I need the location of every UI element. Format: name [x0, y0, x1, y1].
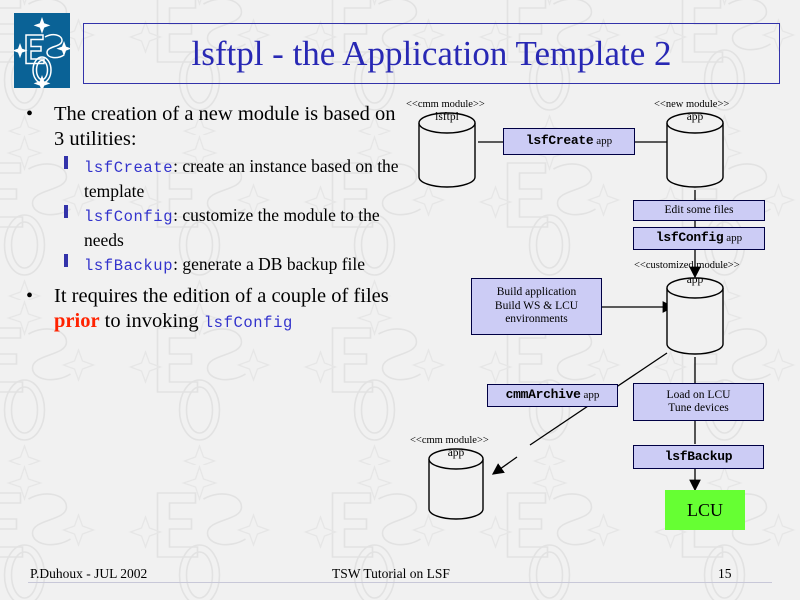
cylinder-3-name: app [686, 274, 704, 286]
bullet-item-1: • The creation of a new module is based … [12, 102, 402, 152]
cylinder-1-name: lsftpl [435, 111, 459, 123]
lsfcreate-command: lsfCreate [84, 159, 174, 177]
bullet-list: • The creation of a new module is based … [12, 102, 402, 339]
box-build-line-2: Build WS & LCU [494, 299, 579, 312]
box-lsfconfig[interactable]: lsfConfig app [633, 227, 765, 250]
box-lsfcreate-command: lsfCreate [525, 133, 594, 149]
cylinder-2-stereotype: <<new module>> [654, 99, 730, 110]
box-load-line-1: Load on LCU [666, 388, 731, 401]
footer-subject: TSW Tutorial on LSF [332, 566, 450, 581]
title-box: lsftpl - the Application Template 2 [83, 23, 780, 84]
lsfbackup-command: lsfBackup [84, 257, 174, 275]
sub-bullet-marker-icon [64, 156, 68, 169]
box-lsfcreate-arg: app [596, 135, 613, 148]
footer-page-number: 15 [718, 566, 732, 581]
box-edit-some-files-label: Edit some files [664, 203, 734, 216]
box-lsfbackup-command: lsfBackup [664, 449, 733, 465]
cylinder-4-stereotype: <<cmm module>> [410, 435, 489, 446]
box-lcu[interactable]: LCU [665, 490, 745, 530]
box-load-line-2: Tune devices [668, 402, 729, 414]
bullet-marker: • [26, 103, 34, 125]
page-title: lsftpl - the Application Template 2 [191, 34, 672, 73]
workflow-diagram: <<cmm module>> lsftpl lsfCreate app <<ne… [395, 95, 795, 550]
bullet-marker: • [26, 284, 34, 307]
eso-logo [14, 13, 70, 88]
box-cmmarchive-arg: app [583, 389, 600, 402]
box-lcu-label: LCU [687, 499, 723, 520]
bullet-text-2b: to invoking [99, 309, 204, 332]
bullet-text-1: The creation of a new module is based on… [54, 103, 396, 150]
sub-bullet-lsfconfig: lsfConfig: customize the module to the n… [12, 204, 402, 251]
box-load-on-lcu[interactable]: Load on LCU Tune devices [633, 383, 764, 421]
box-build-application[interactable]: Build application Build WS & LCU environ… [471, 278, 602, 335]
sub-bullet-lsfbackup: lsfBackup: generate a DB backup file [12, 253, 402, 278]
footer-author: P.Duhoux - JUL 2002 [30, 566, 148, 581]
lsfbackup-desc: : generate a DB backup file [173, 254, 366, 274]
cylinder-1-stereotype: <<cmm module>> [406, 99, 485, 110]
bullet-text-2a: It requires the edition of a couple of f… [54, 284, 389, 307]
box-edit-some-files[interactable]: Edit some files [633, 200, 765, 221]
footer-divider [28, 582, 772, 583]
box-lsfbackup[interactable]: lsfBackup [633, 445, 764, 469]
sub-bullet-marker-icon [64, 205, 68, 218]
box-build-line-1: Build application [496, 286, 577, 299]
box-lsfconfig-arg: app [726, 232, 743, 245]
bullet-emphasis-prior: prior [54, 309, 100, 332]
box-lsfconfig-command: lsfConfig [655, 230, 724, 246]
bullet-item-2: • It requires the edition of a couple of… [12, 284, 402, 336]
box-cmmarchive[interactable]: cmmArchive app [487, 384, 618, 407]
box-build-line-3: environments [505, 313, 568, 326]
sub-bullet-marker-icon [64, 254, 68, 267]
sub-bullet-lsfcreate: lsfCreate: create an instance based on t… [12, 155, 402, 202]
cylinder-3-stereotype: <<customized module>> [634, 260, 740, 271]
cylinder-4-name: app [447, 447, 465, 459]
lsfconfig-command: lsfConfig [84, 208, 174, 226]
cylinder-customized-module-app [665, 275, 725, 357]
bullet-2-command: lsfConfig [203, 313, 293, 332]
box-lsfcreate[interactable]: lsfCreate app [503, 128, 635, 155]
cylinder-2-name: app [686, 111, 704, 123]
box-cmmarchive-command: cmmArchive [505, 387, 581, 403]
